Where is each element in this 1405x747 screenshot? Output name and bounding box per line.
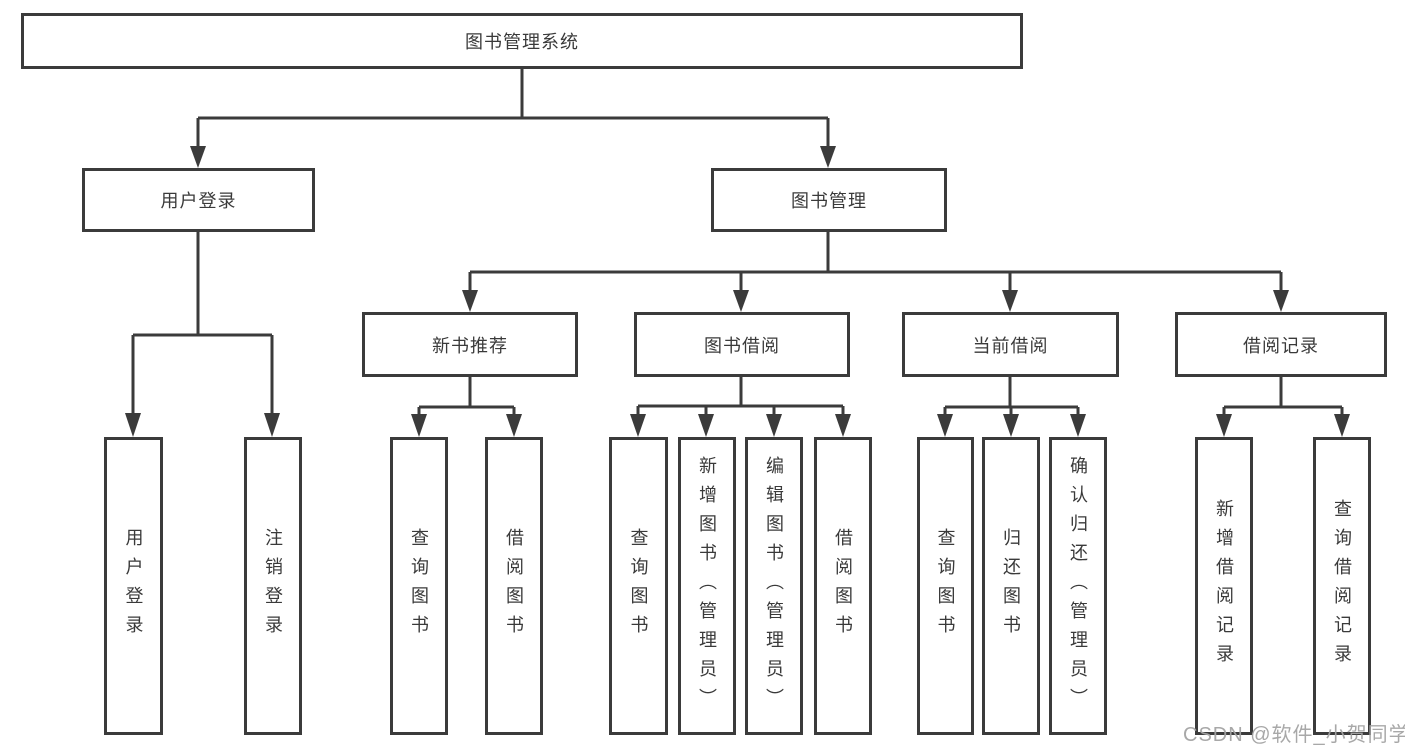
node-new-book-recommendation-label: 新书推荐 xyxy=(432,335,508,356)
leaf-borrow-books-recommend-label: 借阅图书 xyxy=(504,528,524,644)
leaf-borrow-books-label: 借阅图书 xyxy=(833,528,853,644)
leaf-add-borrow-record-label: 新增借阅记录 xyxy=(1214,499,1234,673)
node-new-book-recommendation: 新书推荐 xyxy=(362,312,578,377)
leaf-user-login-label: 用户登录 xyxy=(123,528,144,644)
leaf-query-books-borrowing-label: 查询图书 xyxy=(628,528,649,644)
csdn-watermark: CSDN @软件_小贺同学 xyxy=(1183,724,1405,746)
leaf-logout-login: 注销登录 xyxy=(244,437,302,735)
node-book-management: 图书管理 xyxy=(711,168,947,232)
node-current-borrowing: 当前借阅 xyxy=(902,312,1119,377)
leaf-edit-books-admin-label: 编辑图书（管理员） xyxy=(764,455,784,717)
node-user-login: 用户登录 xyxy=(82,168,315,232)
leaf-borrow-books-recommend: 借阅图书 xyxy=(485,437,543,735)
leaf-add-books-admin: 新增图书（管理员） xyxy=(678,437,736,735)
leaf-add-books-admin-label: 新增图书（管理员） xyxy=(697,455,717,717)
leaf-query-books-borrowing: 查询图书 xyxy=(609,437,668,735)
leaf-borrow-books: 借阅图书 xyxy=(814,437,872,735)
node-current-borrowing-label: 当前借阅 xyxy=(972,335,1049,356)
leaf-return-books-label: 归还图书 xyxy=(1001,528,1021,644)
node-borrowing-records: 借阅记录 xyxy=(1175,312,1387,377)
node-library-system-label: 图书管理系统 xyxy=(465,32,579,52)
leaf-query-borrow-record: 查询借阅记录 xyxy=(1313,437,1371,735)
leaf-confirm-return-admin: 确认归还（管理员） xyxy=(1049,437,1107,735)
node-book-borrowing: 图书借阅 xyxy=(634,312,850,377)
leaf-user-login: 用户登录 xyxy=(104,437,163,735)
node-user-login-label: 用户登录 xyxy=(160,191,237,211)
leaf-query-books-recommend: 查询图书 xyxy=(390,437,448,735)
leaf-add-borrow-record: 新增借阅记录 xyxy=(1195,437,1253,735)
leaf-query-borrow-record-label: 查询借阅记录 xyxy=(1332,499,1352,673)
leaf-query-books-recommend-label: 查询图书 xyxy=(409,528,429,644)
leaf-confirm-return-admin-label: 确认归还（管理员） xyxy=(1068,455,1088,717)
node-library-system: 图书管理系统 xyxy=(21,13,1023,69)
leaf-query-books-current: 查询图书 xyxy=(917,437,974,735)
leaf-query-books-current-label: 查询图书 xyxy=(935,528,956,644)
node-book-borrowing-label: 图书借阅 xyxy=(704,335,780,356)
leaf-return-books: 归还图书 xyxy=(982,437,1040,735)
leaf-edit-books-admin: 编辑图书（管理员） xyxy=(745,437,803,735)
node-book-management-label: 图书管理 xyxy=(791,191,867,211)
node-borrowing-records-label: 借阅记录 xyxy=(1243,335,1319,356)
leaf-logout-login-label: 注销登录 xyxy=(263,528,283,644)
